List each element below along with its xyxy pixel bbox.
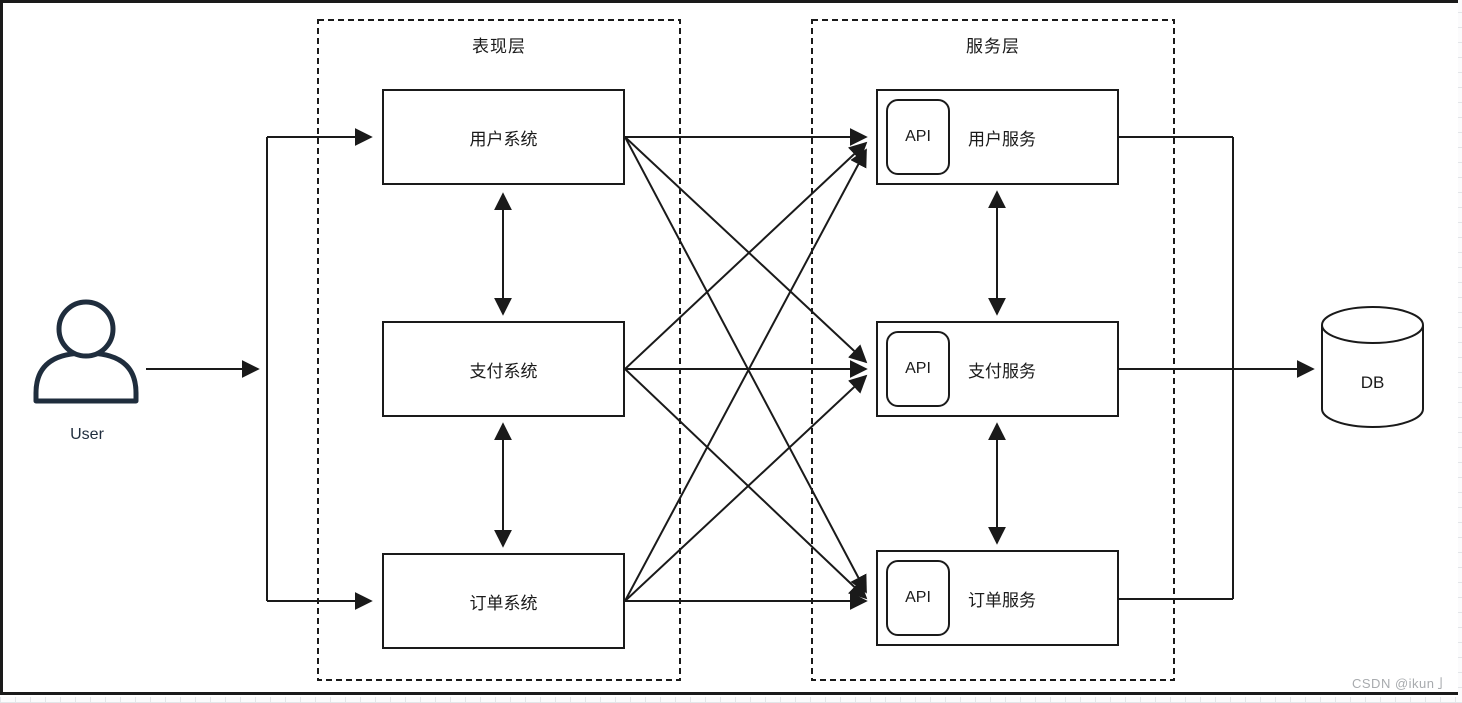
service-layer-title: 服务层 <box>966 36 1020 56</box>
watermark-text: CSDN @ikun亅 <box>1352 676 1448 691</box>
database-cylinder <box>1321 306 1424 428</box>
edge-payment-system-to-order-service <box>624 368 868 600</box>
edge-user-system-to-payment-service <box>624 136 868 364</box>
database-label: DB <box>1360 373 1385 392</box>
api-chip-label: API <box>905 360 931 377</box>
api-chip-label: API <box>905 589 931 606</box>
canvas-grid-strip-right <box>1458 0 1462 703</box>
user-icon-body <box>33 350 139 404</box>
node-user-service[interactable]: API 用户服务 <box>876 89 1119 185</box>
user-icon-head <box>56 299 116 359</box>
node-order-service-label: 订单服务 <box>968 590 1036 610</box>
user-actor-icon <box>33 299 139 404</box>
node-order-service[interactable]: API 订单服务 <box>876 550 1119 646</box>
api-chip: API <box>886 560 950 636</box>
node-user-system[interactable]: 用户系统 <box>382 89 625 185</box>
database-cylinder-top <box>1321 306 1424 344</box>
database-cylinder-body <box>1321 325 1424 428</box>
edge-payment-system-to-user-service <box>624 141 868 370</box>
node-user-system-label: 用户系统 <box>469 129 538 149</box>
canvas-grid-strip-bottom <box>0 697 1462 703</box>
service-layer-container <box>811 19 1175 681</box>
node-order-system[interactable]: 订单系统 <box>382 553 625 649</box>
node-payment-system-label: 支付系统 <box>469 361 538 381</box>
presentation-layer-container <box>317 19 681 681</box>
api-chip-label: API <box>905 128 931 145</box>
api-chip: API <box>886 331 950 407</box>
api-chip: API <box>886 99 950 175</box>
edge-order-system-to-payment-service <box>624 374 868 602</box>
node-payment-system[interactable]: 支付系统 <box>382 321 625 417</box>
node-payment-service-label: 支付服务 <box>968 361 1036 381</box>
edge-order-system-to-user-service <box>624 148 867 602</box>
node-user-service-label: 用户服务 <box>968 129 1036 149</box>
user-actor-label: User <box>70 426 104 443</box>
node-payment-service[interactable]: API 支付服务 <box>876 321 1119 417</box>
presentation-layer-title: 表现层 <box>472 36 526 56</box>
edge-user-system-to-order-service <box>624 136 867 594</box>
node-order-system-label: 订单系统 <box>469 593 538 613</box>
